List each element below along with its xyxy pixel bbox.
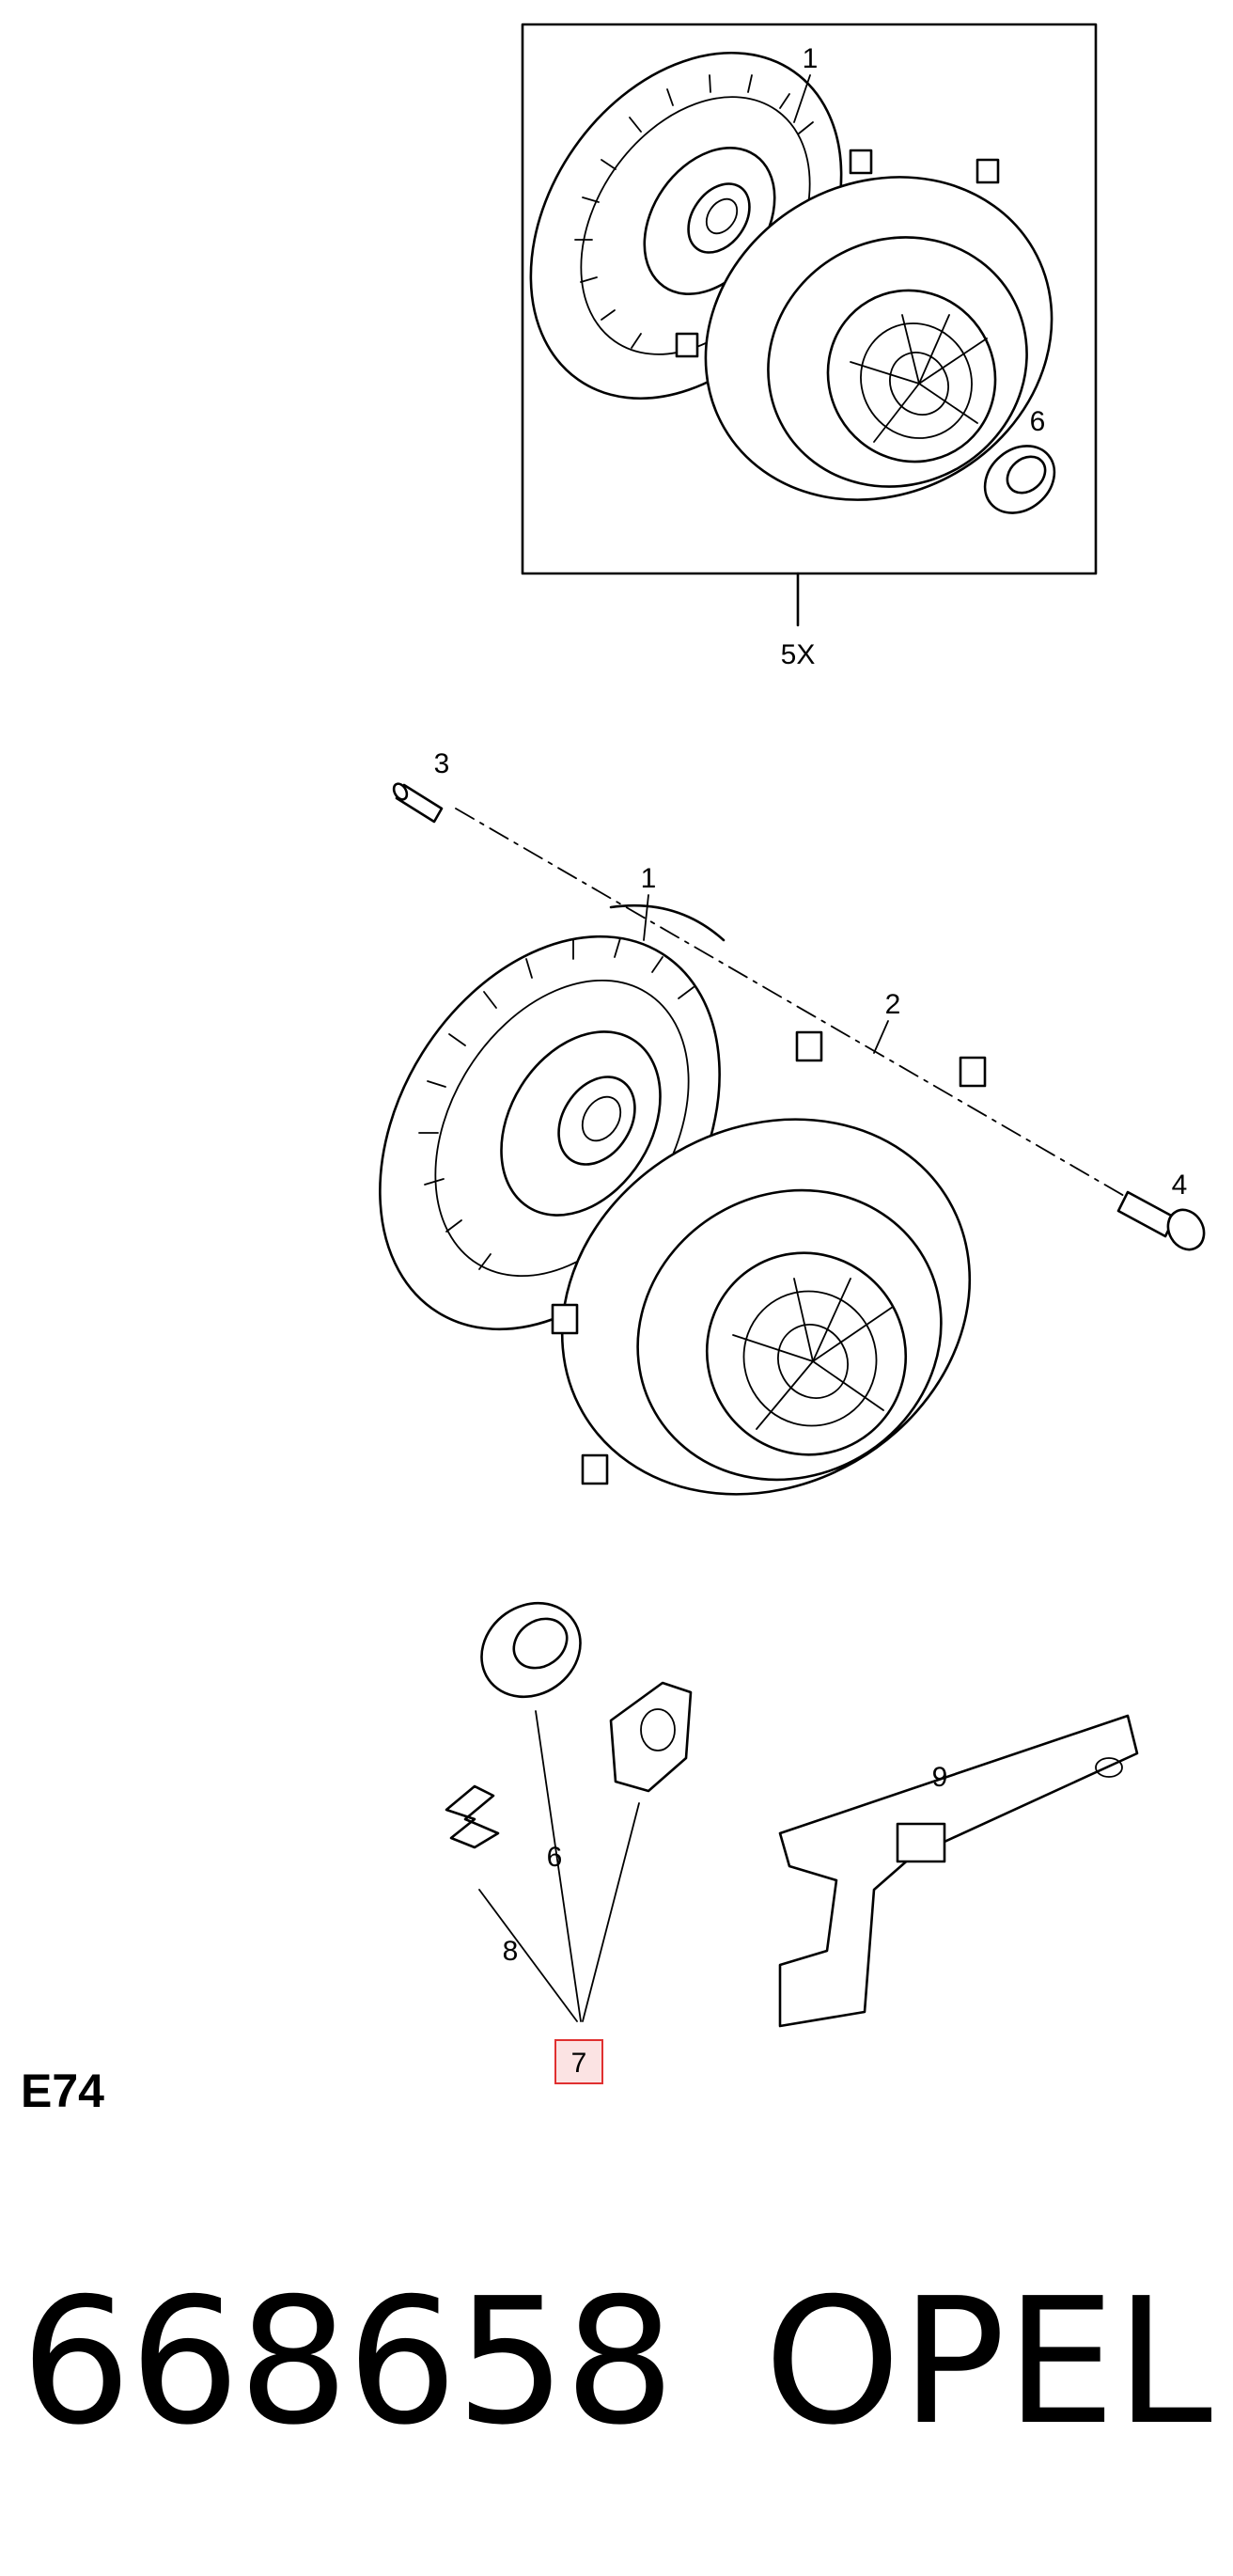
brand-name: OPEL: [763, 2260, 1212, 2463]
assembly-axis-line: [455, 808, 1138, 1204]
release-fork: [778, 1714, 1139, 2028]
pressure-plate: [551, 1030, 987, 1496]
kit-box-label: 5X: [781, 639, 816, 670]
release-bearing: [480, 1601, 582, 1699]
clip: [445, 1784, 500, 1849]
callout-release-bearing: 6: [547, 1842, 563, 1873]
kit-box: 5X 1: [521, 23, 1098, 670]
bolt: [1116, 1190, 1206, 1251]
exploded-view: 3 1: [379, 748, 1206, 2084]
kit-box-frame: [521, 23, 1098, 575]
callout-clip: 8: [503, 1936, 519, 1967]
kit-leader-lines: [478, 1710, 640, 2022]
bearing-carrier: [609, 1681, 693, 1793]
kit-callout-disc: 1: [803, 43, 819, 74]
callout-disc: 1: [641, 863, 657, 894]
callout-pin: 3: [434, 748, 450, 779]
kit-pressure-plate: [675, 149, 1054, 501]
clutch-parts-diagram: 5X 1: [379, 23, 1206, 2084]
section-code: E74: [21, 2065, 104, 2117]
highlight-box: [554, 2039, 603, 2084]
part-number: 668658: [21, 2260, 675, 2463]
callout-highlighted-part: 7: [571, 2048, 587, 2079]
callout-fork: 9: [932, 1762, 948, 1793]
pin: [392, 782, 444, 824]
callout-pressure-plate: 2: [885, 989, 901, 1020]
kit-callout-bearing: 6: [1030, 406, 1046, 437]
callout-bolt: 4: [1172, 1170, 1188, 1201]
kit-bearing: [983, 445, 1056, 514]
